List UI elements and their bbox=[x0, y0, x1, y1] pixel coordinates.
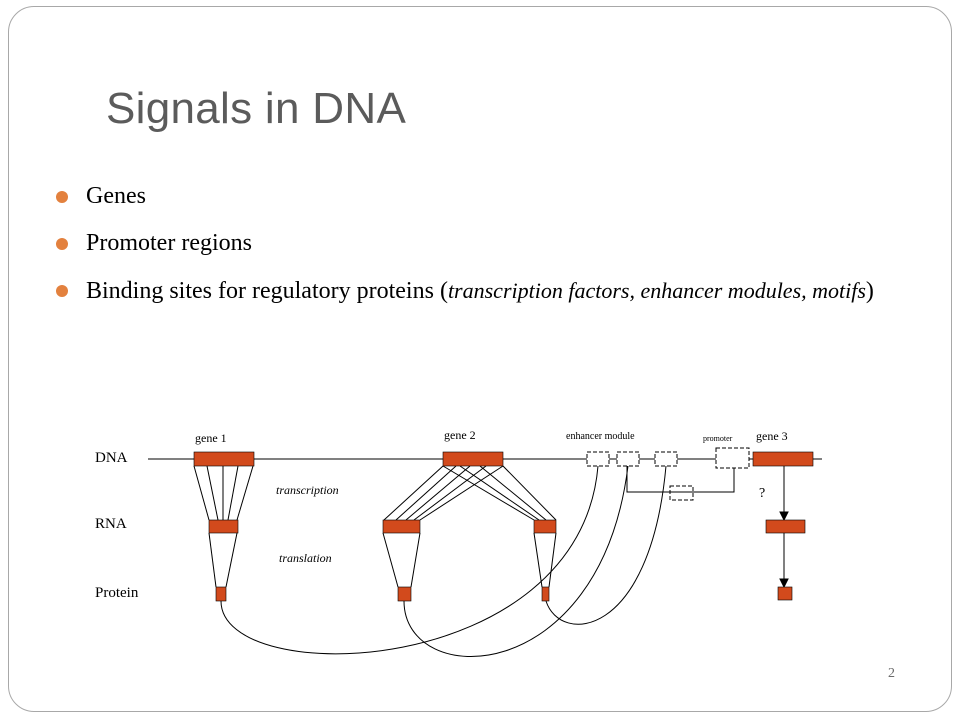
row-label-dna: DNA bbox=[95, 450, 128, 466]
gene-2-dna-block bbox=[442, 451, 504, 467]
gene-3-dna-block bbox=[752, 451, 814, 467]
slide-frame bbox=[8, 6, 952, 712]
arrow-head-icon bbox=[779, 511, 789, 522]
gene-1-dna-block bbox=[193, 451, 255, 467]
promoter-label: promoter bbox=[703, 434, 733, 443]
row-label-rna: RNA bbox=[95, 516, 127, 532]
slide-title: Signals in DNA bbox=[106, 84, 407, 133]
gene-3-label: gene 3 bbox=[756, 429, 788, 443]
bullet-dot-icon bbox=[56, 285, 68, 297]
unknown-regulator-label: ? bbox=[759, 486, 765, 501]
gene-2-rna-block-a bbox=[382, 519, 421, 534]
gene-1-transcription-lines bbox=[193, 465, 254, 521]
enhancer-promoter-connector bbox=[626, 466, 735, 493]
enhancer-site-2 bbox=[616, 451, 640, 467]
feedback-curve-gene1 bbox=[220, 465, 599, 655]
enhancer-site-3 bbox=[654, 451, 678, 467]
feedback-curve-gene2b bbox=[545, 465, 667, 625]
bullet-item-genes: Genes bbox=[56, 180, 906, 213]
enhancer-looped-site bbox=[669, 485, 694, 501]
gene-2-transcription-lines bbox=[383, 465, 557, 521]
row-label-protein: Protein bbox=[95, 585, 139, 601]
regulatory-sites bbox=[586, 447, 750, 501]
bullet-item-binding-sites: Binding sites for regulatory proteins (t… bbox=[56, 274, 906, 308]
gene-1-protein-block bbox=[215, 586, 227, 602]
dna-gene-blocks bbox=[193, 451, 814, 467]
gene-2-protein-block-b bbox=[541, 586, 550, 602]
slide-number: 2 bbox=[888, 666, 895, 681]
protein-blocks bbox=[215, 586, 793, 602]
transcription-label: transcription bbox=[276, 483, 339, 497]
bullet-italic-text: transcription factors, enhancer modules,… bbox=[447, 278, 866, 303]
gene-2-protein-block-a bbox=[397, 586, 412, 602]
bullet-close-paren: ) bbox=[865, 278, 874, 304]
bullet-item-promoter-regions: Promoter regions bbox=[56, 227, 906, 260]
gene-1-translation-funnel bbox=[208, 532, 238, 588]
gene-2-translation-funnels bbox=[382, 532, 557, 588]
gene-3-protein-block bbox=[777, 586, 793, 601]
bullet-text: Promoter regions bbox=[86, 230, 252, 256]
arrow-head-icon bbox=[779, 578, 789, 589]
enhancer-module-label: enhancer module bbox=[566, 431, 635, 442]
gene-2-label: gene 2 bbox=[444, 428, 476, 442]
gene-1-rna-block bbox=[208, 519, 239, 534]
bullet-text: Genes bbox=[86, 183, 146, 209]
bullet-dot-icon bbox=[56, 191, 68, 203]
feedback-curve-gene2a bbox=[403, 465, 629, 658]
bullet-text: Binding sites for regulatory proteins ( bbox=[86, 278, 448, 304]
gene-3-arrows bbox=[779, 466, 789, 589]
bullet-list: Genes Promoter regions Binding sites for… bbox=[56, 180, 906, 322]
gene-3-rna-block bbox=[765, 519, 806, 534]
gene-1-label: gene 1 bbox=[195, 431, 227, 445]
translation-label: translation bbox=[279, 551, 332, 565]
enhancer-site-1 bbox=[586, 451, 610, 467]
bullet-dot-icon bbox=[56, 238, 68, 250]
gene-2-rna-block-b bbox=[533, 519, 557, 534]
regulatory-feedback-curves bbox=[220, 465, 667, 658]
promoter-site bbox=[715, 447, 750, 469]
rna-blocks bbox=[208, 519, 806, 534]
